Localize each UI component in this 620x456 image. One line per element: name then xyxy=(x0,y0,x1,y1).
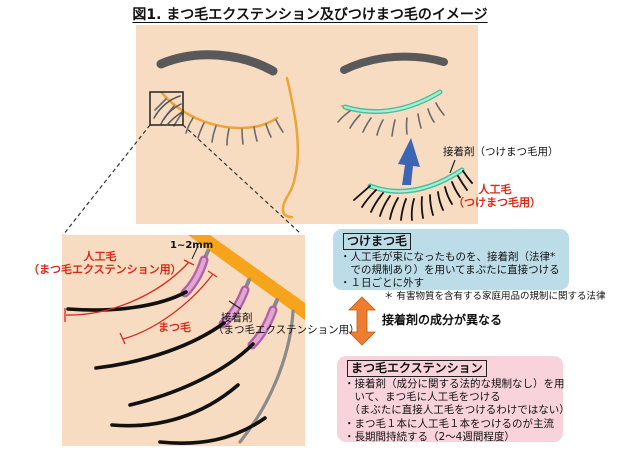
eyelash-extension-box-line3: （まぶたに直接人工毛をつけるわけではない） xyxy=(344,404,570,417)
false-eyelash-box-text: ・人工毛が束になったものを、接着剤（法律* での規制あり）を用いてまぶたに直接つ… xyxy=(340,251,569,291)
left-eyelid-line xyxy=(160,91,279,130)
false-lash-artificial-hair-label-line1: 人工毛 xyxy=(478,183,512,196)
eyelash-extension-box-line2: いて、まつ毛に人工毛をつける xyxy=(344,391,501,404)
double-arrow-icon xyxy=(348,296,376,346)
eyelash-extension-box-line5: ・長期間持続する（2～4週間程度） xyxy=(344,430,515,443)
face-illustration xyxy=(149,50,473,221)
eyelash-extension-box-line4: ・まつ毛１本に人工毛１本をつけるのが主流 xyxy=(344,417,554,430)
false-lash-glue-label: 接着剤（つけまつ毛用） xyxy=(443,146,559,158)
false-eyelash-box-line2: での規制あり）を用いてまぶたに直接つける xyxy=(340,264,560,277)
false-lash-strip-band xyxy=(367,167,465,194)
right-eye-lash-band-highlight xyxy=(343,90,442,113)
glue-sleeves xyxy=(180,255,278,350)
artificial-hair-extension-label-line1: 人工毛 xyxy=(83,250,117,263)
false-lash-strip-band-highlight xyxy=(368,168,464,193)
artificial-lashes xyxy=(66,290,267,445)
eyelash-extension-box-title: まつ毛エクステンション xyxy=(347,360,487,377)
nose-line xyxy=(281,76,300,219)
false-lash-artificial-hair-label: 人工毛 （つけまつ毛用） xyxy=(453,183,541,209)
eyelash-extension-box-line1: ・接着剤（成分に関する法的な規制なし）を用 xyxy=(344,378,565,390)
arrow-up-icon xyxy=(398,138,420,185)
right-eyebrow xyxy=(340,52,448,74)
law-footnote: ＊ 有害物質を含有する家庭用品の規制に関する法律 xyxy=(384,291,606,302)
natural-lash-label: まつ毛 xyxy=(158,321,191,334)
eyelash-extension-box-text: ・接着剤（成分に関する法的な規制なし）を用 いて、まつ毛に人工毛をつける （まぶ… xyxy=(344,378,570,444)
measurement-brackets xyxy=(64,259,218,345)
false-lash-strip-lashes xyxy=(353,170,473,221)
left-eye-lashes xyxy=(154,98,284,146)
zoom-region-lashes xyxy=(153,95,183,126)
false-eyelash-box-line3: ・１日ごとに外す xyxy=(340,277,424,290)
gap-measure-label: 1~2mm xyxy=(170,240,214,251)
face-illustration-panel xyxy=(136,25,478,224)
lash-closeup-panel xyxy=(62,235,305,446)
page-title: 図1. まつ毛エクステンション及びつけまつ毛のイメージ xyxy=(132,7,488,23)
glue-difference-label: 接着剤の成分が異なる xyxy=(382,313,503,327)
false-eyelash-box-title: つけまつ毛 xyxy=(343,233,412,250)
eyelash-extension-info-box: まつ毛エクステンション ・接着剤（成分に関する法的な規制なし）を用 いて、まつ毛… xyxy=(337,356,570,444)
false-eyelash-info-box: つけまつ毛 ・人工毛が束になったものを、接着剤（法律* での規制あり）を用いてま… xyxy=(333,229,569,290)
left-eyebrow xyxy=(156,50,278,76)
false-eyelash-box-line1: ・人工毛が束になったものを、接着剤（法律* xyxy=(340,251,556,263)
artificial-hair-extension-label-line2: （まつ毛エクステンション用） xyxy=(28,262,182,276)
extension-glue-label-line2: （まつ毛エクステンション用） xyxy=(213,324,360,337)
extension-glue-label: 接着剤 （まつ毛エクステンション用） xyxy=(213,312,360,336)
glue-pointer-line xyxy=(449,159,456,174)
false-lash-artificial-hair-label-line2: （つけまつ毛用） xyxy=(453,195,541,209)
artificial-hair-extension-label: 人工毛 （まつ毛エクステンション用） xyxy=(28,250,182,276)
extension-glue-label-line1: 接着剤 xyxy=(221,312,253,324)
gap-tick xyxy=(191,245,199,260)
right-eye-lashes xyxy=(337,102,445,137)
lash-closeup-illustration xyxy=(64,235,305,445)
glue-pointer-line-closeup xyxy=(228,300,242,310)
right-eye-lash-band xyxy=(342,89,443,114)
